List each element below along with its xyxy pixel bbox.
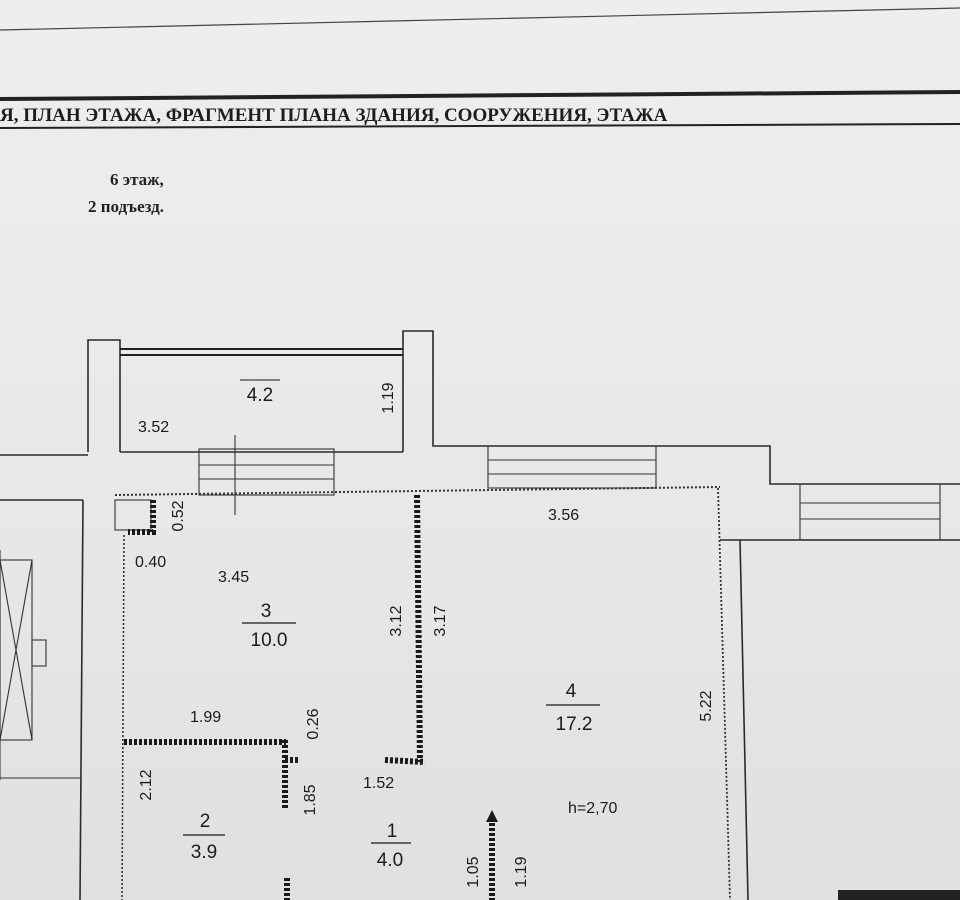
room-number: 1 bbox=[387, 821, 398, 842]
dim-hall-width: 1.52 bbox=[363, 775, 394, 792]
room-area: 10.0 bbox=[251, 630, 288, 651]
dim-room3-width: 3.45 bbox=[218, 569, 249, 586]
dim-room4-wall: 3.17 bbox=[432, 605, 449, 636]
room-2-label: 2 3.9 bbox=[183, 811, 225, 863]
room-area: 3.9 bbox=[191, 842, 217, 863]
header-title: Я, ПЛАН ЭТАЖА, ФРАГМЕНТ ПЛАНА ЗДАНИЯ, СО… bbox=[0, 105, 668, 126]
room-number: 2 bbox=[200, 811, 211, 832]
dim-loggia-depth: 1.19 bbox=[380, 382, 397, 413]
room-number: 3 bbox=[261, 601, 272, 622]
room-area: 4.2 bbox=[247, 385, 273, 406]
elevator-shaft bbox=[0, 550, 80, 780]
room-area: 4.0 bbox=[377, 850, 403, 871]
interior-partitions bbox=[124, 494, 498, 900]
room-4-label: 4 17.2 bbox=[546, 681, 600, 735]
room-loggia-label: 4.2 bbox=[240, 379, 280, 406]
room-1-label: 1 4.0 bbox=[371, 821, 411, 871]
dim-room2-top: 1.99 bbox=[190, 709, 221, 726]
dim-room3-wall: 3.12 bbox=[388, 605, 405, 636]
exterior-walls bbox=[79, 486, 960, 900]
room-number: 4 bbox=[566, 681, 577, 702]
window-middle bbox=[487, 445, 657, 489]
window-left bbox=[198, 435, 335, 515]
window-right bbox=[799, 483, 941, 541]
dim-nook-depth: 0.52 bbox=[170, 500, 187, 531]
header-band: Я, ПЛАН ЭТАЖА, ФРАГМЕНТ ПЛАНА ЗДАНИЯ, СО… bbox=[0, 7, 960, 129]
entrance-label: 2 подъезд. bbox=[88, 197, 164, 216]
dim-room2-right: 1.85 bbox=[302, 784, 319, 815]
dim-room4-depth: 5.22 bbox=[698, 690, 715, 721]
dim-nook-width: 0.40 bbox=[135, 554, 166, 571]
floor-label: 6 этаж, bbox=[110, 170, 164, 189]
corner-nook bbox=[114, 499, 156, 535]
dim-room4-width: 3.56 bbox=[548, 507, 579, 524]
dim-room2-left: 2.12 bbox=[138, 769, 155, 800]
dim-loggia-length: 3.52 bbox=[138, 419, 169, 436]
dim-room2-wall-thickness: 0.26 bbox=[305, 708, 322, 739]
ceiling-height: h=2,70 bbox=[568, 800, 617, 817]
dim-door-height: 1.19 bbox=[513, 856, 530, 887]
dim-door-width: 1.05 bbox=[465, 856, 482, 887]
room-3-label: 3 10.0 bbox=[242, 601, 296, 651]
loggia bbox=[0, 330, 960, 501]
room-area: 17.2 bbox=[556, 714, 593, 735]
